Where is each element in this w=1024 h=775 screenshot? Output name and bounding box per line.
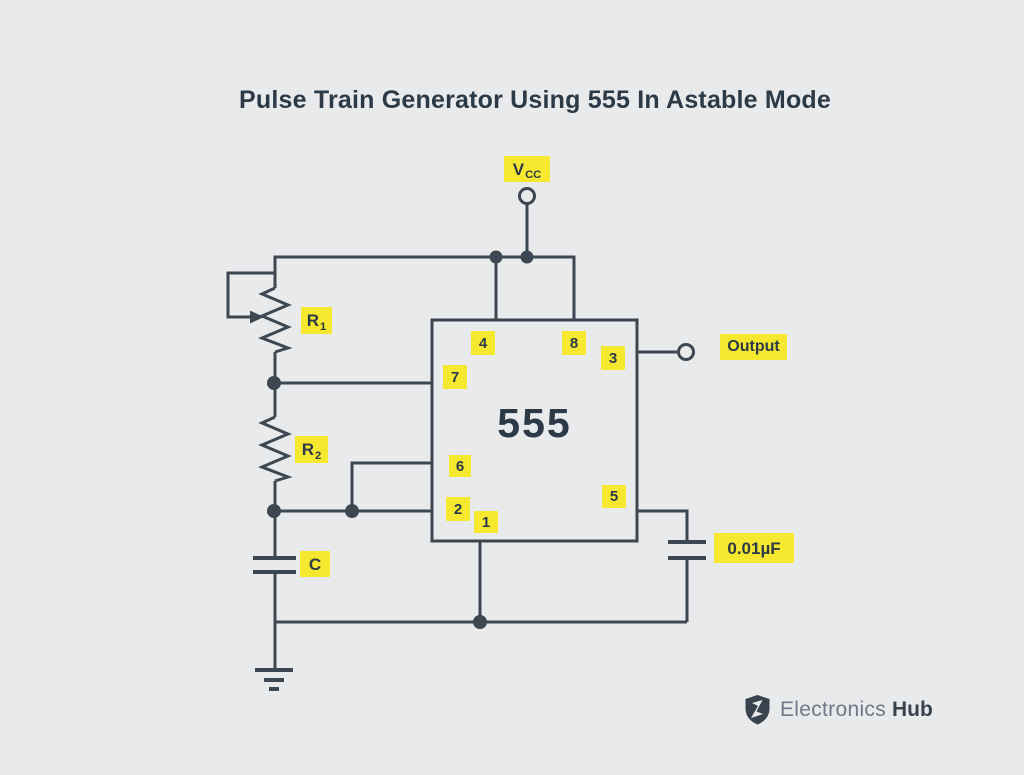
r1-label-main: R	[306, 311, 320, 330]
pin-label-8: 8	[562, 331, 586, 355]
bypass-cap	[668, 540, 706, 560]
junction-dot	[520, 250, 534, 264]
ic-555-box	[430, 318, 639, 543]
pin-label-5: 5	[602, 485, 626, 508]
junction-dots	[267, 250, 534, 629]
junction-dot	[345, 504, 359, 518]
ground-icon	[255, 668, 293, 691]
junction-dot	[267, 376, 281, 390]
r2-resistor	[257, 415, 293, 483]
junction-dot	[489, 250, 503, 264]
pin-label-2: 2	[446, 497, 470, 521]
c-label: C	[300, 551, 330, 577]
bypass-cap-value-label: 0.01µF	[714, 533, 794, 563]
pin-label-4: 4	[471, 331, 495, 355]
ic-555-label: 555	[497, 400, 572, 446]
output-label: Output	[720, 334, 787, 360]
diagram-title: Pulse Train Generator Using 555 In Astab…	[239, 86, 831, 114]
brand-name-bold: Hub	[892, 697, 933, 721]
shield-bolt-icon	[745, 695, 770, 725]
vcc-label-sub: CC	[525, 168, 542, 181]
r2-label-sub: 2	[315, 449, 322, 462]
pin-label-3: 3	[601, 346, 625, 370]
pin5-wire	[637, 509, 689, 542]
pin-label-6: 6	[449, 455, 471, 477]
pin-label-1: 1	[474, 511, 498, 533]
r1-label-sub: 1	[320, 320, 327, 333]
pin6-wire	[350, 461, 432, 511]
cap-c	[253, 556, 296, 574]
vcc-terminal	[518, 187, 536, 205]
brand-logo: Electronics Hub	[744, 694, 933, 725]
r2-label-main: R	[301, 440, 315, 459]
junction-dot	[267, 504, 281, 518]
pot-arrow-icon	[250, 310, 264, 324]
pin-label-7: 7	[443, 365, 467, 389]
r1-resistor	[257, 286, 293, 354]
vcc-label-main: V	[512, 159, 525, 179]
brand-name: Electronics	[780, 697, 887, 721]
junction-dot	[473, 615, 487, 629]
pot-wiper-wire	[226, 271, 275, 319]
output-terminal	[677, 343, 695, 361]
